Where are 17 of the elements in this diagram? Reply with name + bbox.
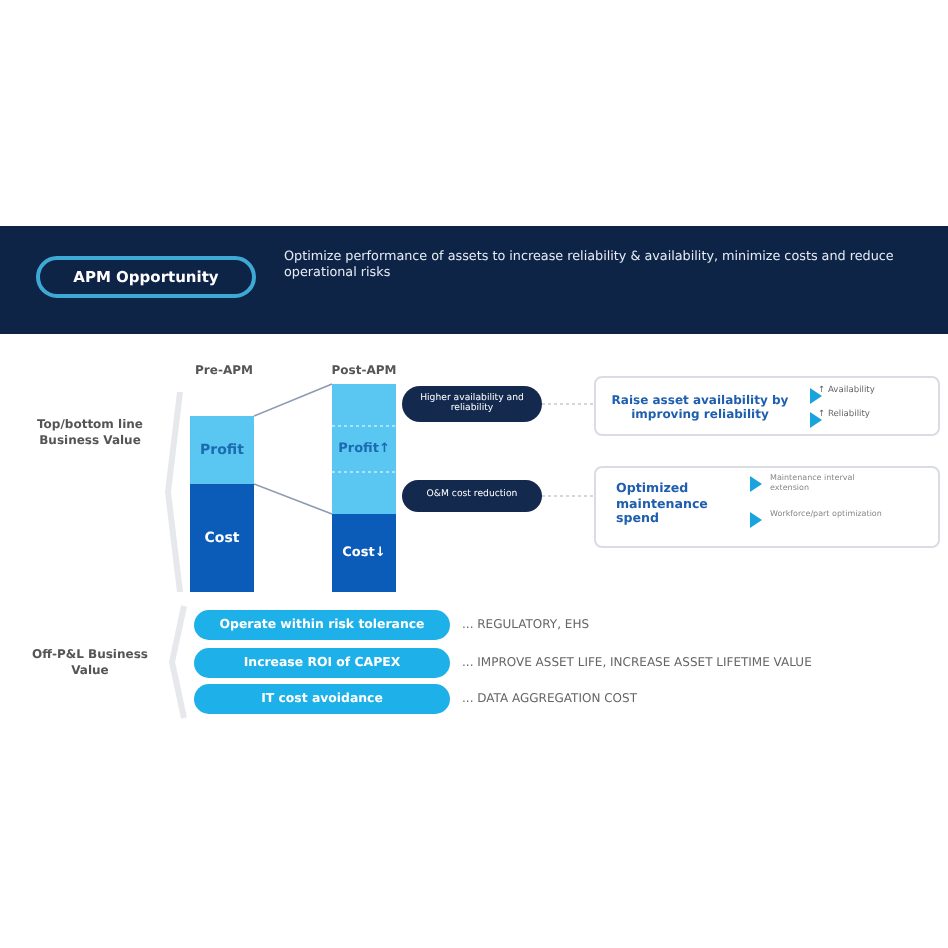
profit-segment [190, 416, 254, 484]
connector-line [253, 383, 333, 417]
value-pill [194, 648, 450, 678]
connector-line [253, 483, 333, 515]
banner [0, 226, 948, 334]
benefit-card [594, 466, 940, 548]
value-pill [194, 610, 450, 640]
cost-segment [332, 514, 396, 592]
dotted-connector [541, 495, 595, 497]
benefit-card [594, 376, 940, 436]
title-pill [36, 256, 256, 298]
dotted-connector [541, 403, 595, 405]
callout-pill [402, 480, 542, 512]
value-pill [194, 684, 450, 714]
callout-pill [402, 386, 542, 422]
profit-segment [332, 384, 396, 514]
cost-segment [190, 484, 254, 592]
